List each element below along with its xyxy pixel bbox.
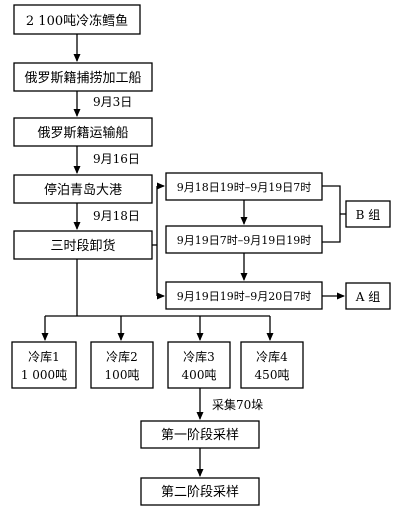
storage-3-amount: 400吨	[182, 368, 217, 382]
storage-3-node: 冷库3 400吨	[167, 341, 231, 389]
storage-1-amount: 1 000吨	[21, 368, 67, 382]
stage-2-label: 第二阶段采样	[161, 485, 239, 500]
date-arrive-label: 9月16日	[93, 152, 140, 166]
collect-label: 采集70垛	[212, 397, 263, 412]
stage-2-node: 第二阶段采样	[140, 477, 260, 506]
storage-2-amount: 100吨	[105, 368, 140, 382]
period-1-node: 9月18日19时–9月19日7时	[165, 172, 323, 201]
port-label: 停泊青岛大港	[44, 182, 122, 198]
group-b-bracket	[322, 185, 341, 243]
storage-4-node: 冷库4 450吨	[240, 341, 304, 389]
storage-4-name: 冷库4	[256, 349, 288, 364]
group-a-node: A 组	[345, 282, 391, 310]
origin-node: 2 100吨冷冻鳕鱼	[13, 4, 141, 35]
storage-1-node: 冷库1 1 000吨	[11, 341, 77, 389]
storage-3-name: 冷库3	[183, 349, 215, 364]
period-2-node: 9月19日7时–9月19日19时	[165, 225, 323, 254]
group-a-label: A 组	[355, 290, 380, 304]
period-1-label: 9月18日19时–9月19日7时	[177, 181, 312, 194]
period-3-label: 9月19日19时–9月20日7时	[177, 290, 312, 303]
date-unload-label: 9月18日	[93, 209, 140, 223]
storage-1-name: 冷库1	[28, 349, 60, 364]
storage-2-node: 冷库2 100吨	[90, 341, 154, 389]
group-b-label: B 组	[356, 208, 381, 222]
stage-1-label: 第一阶段采样	[161, 428, 239, 443]
port-node: 停泊青岛大港	[13, 174, 153, 204]
unload-label: 三时段卸货	[50, 238, 115, 254]
group-b-node: B 组	[345, 200, 391, 228]
storage-2-name: 冷库2	[106, 349, 138, 364]
storage-4-amount: 450吨	[255, 368, 290, 382]
transport-vessel-node: 俄罗斯籍运输船	[13, 117, 153, 147]
fishing-vessel-label: 俄罗斯籍捕捞加工船	[24, 70, 141, 86]
period-2-label: 9月19日7时–9月19日19时	[177, 234, 312, 247]
date-transfer-label: 9月3日	[93, 95, 132, 109]
fishing-vessel-node: 俄罗斯籍捕捞加工船	[13, 62, 153, 92]
origin-label: 2 100吨冷冻鳕鱼	[26, 13, 128, 29]
period-3-node: 9月19日19时–9月20日7时	[165, 281, 323, 310]
stage-1-node: 第一阶段采样	[140, 420, 260, 449]
unload-node: 三时段卸货	[13, 230, 153, 260]
transport-vessel-label: 俄罗斯籍运输船	[37, 125, 128, 141]
